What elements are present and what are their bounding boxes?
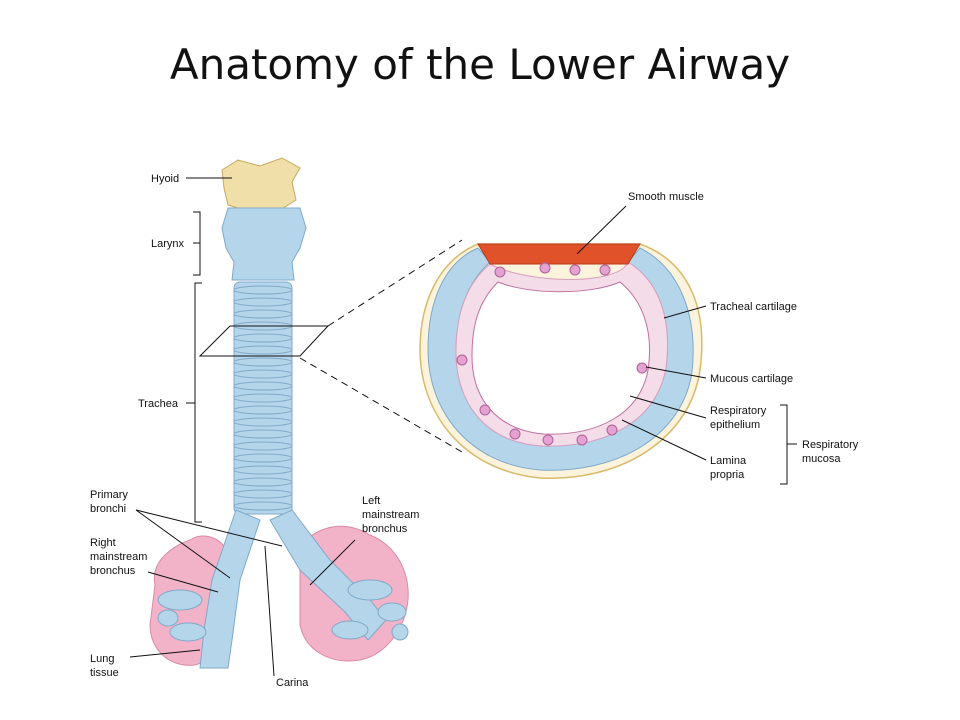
trachea-ring bbox=[233, 369, 293, 379]
lumen bbox=[471, 281, 651, 435]
label-left-mainstream-line3: bronchus bbox=[362, 523, 408, 535]
trachea-ring bbox=[233, 333, 293, 343]
trachea-ring bbox=[233, 345, 293, 355]
label-hyoid: Hyoid bbox=[151, 173, 179, 185]
label-tracheal-cartilage: Tracheal cartilage bbox=[710, 301, 797, 313]
trachea-rings bbox=[233, 285, 293, 511]
label-left-mainstream-line2: mainstream bbox=[362, 509, 419, 521]
leader-lines bbox=[129, 177, 797, 677]
trachea-ring bbox=[233, 453, 293, 463]
trachea-ring bbox=[233, 309, 293, 319]
trachea-ring bbox=[233, 405, 293, 415]
trachea-ring bbox=[233, 477, 293, 487]
label-mucous-cartilage: Mucous cartilage bbox=[710, 373, 793, 385]
airway-illustration bbox=[149, 157, 409, 669]
trachea-ring bbox=[233, 381, 293, 391]
projection-lines bbox=[299, 239, 463, 453]
larynx-shape bbox=[221, 207, 307, 281]
trachea-ring bbox=[233, 489, 293, 499]
trachea-ring bbox=[233, 297, 293, 307]
trachea-ring bbox=[233, 429, 293, 439]
trachea-ring bbox=[233, 357, 293, 367]
bronchial-branches bbox=[157, 579, 409, 642]
label-respiratory-mucosa-line2: mucosa bbox=[802, 453, 841, 465]
label-carina: Carina bbox=[276, 677, 309, 689]
label-trachea: Trachea bbox=[138, 398, 179, 410]
label-respiratory-epithelium-line2: epithelium bbox=[710, 419, 760, 431]
label-right-mainstream-line2: mainstream bbox=[90, 551, 147, 563]
trachea-ring bbox=[233, 465, 293, 475]
trachea-ring bbox=[233, 393, 293, 403]
label-lamina-propria-line1: Lamina bbox=[710, 455, 747, 467]
tracheal-cross-section bbox=[419, 243, 703, 479]
trachea-ring bbox=[233, 441, 293, 451]
label-right-mainstream-line1: Right bbox=[90, 537, 116, 549]
label-right-mainstream-line3: bronchus bbox=[90, 565, 136, 577]
smooth-muscle-band bbox=[477, 243, 641, 265]
label-smooth-muscle: Smooth muscle bbox=[628, 191, 704, 203]
hyoid-bone bbox=[221, 157, 301, 213]
label-lung-tissue-line1: Lung bbox=[90, 653, 114, 665]
label-lung-tissue-line2: tissue bbox=[90, 667, 119, 679]
label-primary-bronchi-line1: Primary bbox=[90, 489, 128, 501]
label-respiratory-mucosa-line1: Respiratory bbox=[802, 439, 859, 451]
label-larynx: Larynx bbox=[151, 238, 185, 250]
label-respiratory-epithelium-line1: Respiratory bbox=[710, 405, 767, 417]
label-left-mainstream-line1: Left bbox=[362, 495, 380, 507]
label-lamina-propria-line2: propria bbox=[710, 469, 745, 481]
label-primary-bronchi-line2: bronchi bbox=[90, 503, 126, 515]
page-title: Anatomy of the Lower Airway bbox=[169, 40, 791, 89]
right-bronchus-shape bbox=[199, 509, 261, 669]
trachea-ring bbox=[233, 417, 293, 427]
mucous-glands bbox=[456, 262, 648, 446]
trachea-ring bbox=[233, 501, 293, 511]
trachea-ring bbox=[233, 285, 293, 295]
labels: Hyoid Larynx Trachea Primary bronchi Rig… bbox=[90, 173, 859, 689]
